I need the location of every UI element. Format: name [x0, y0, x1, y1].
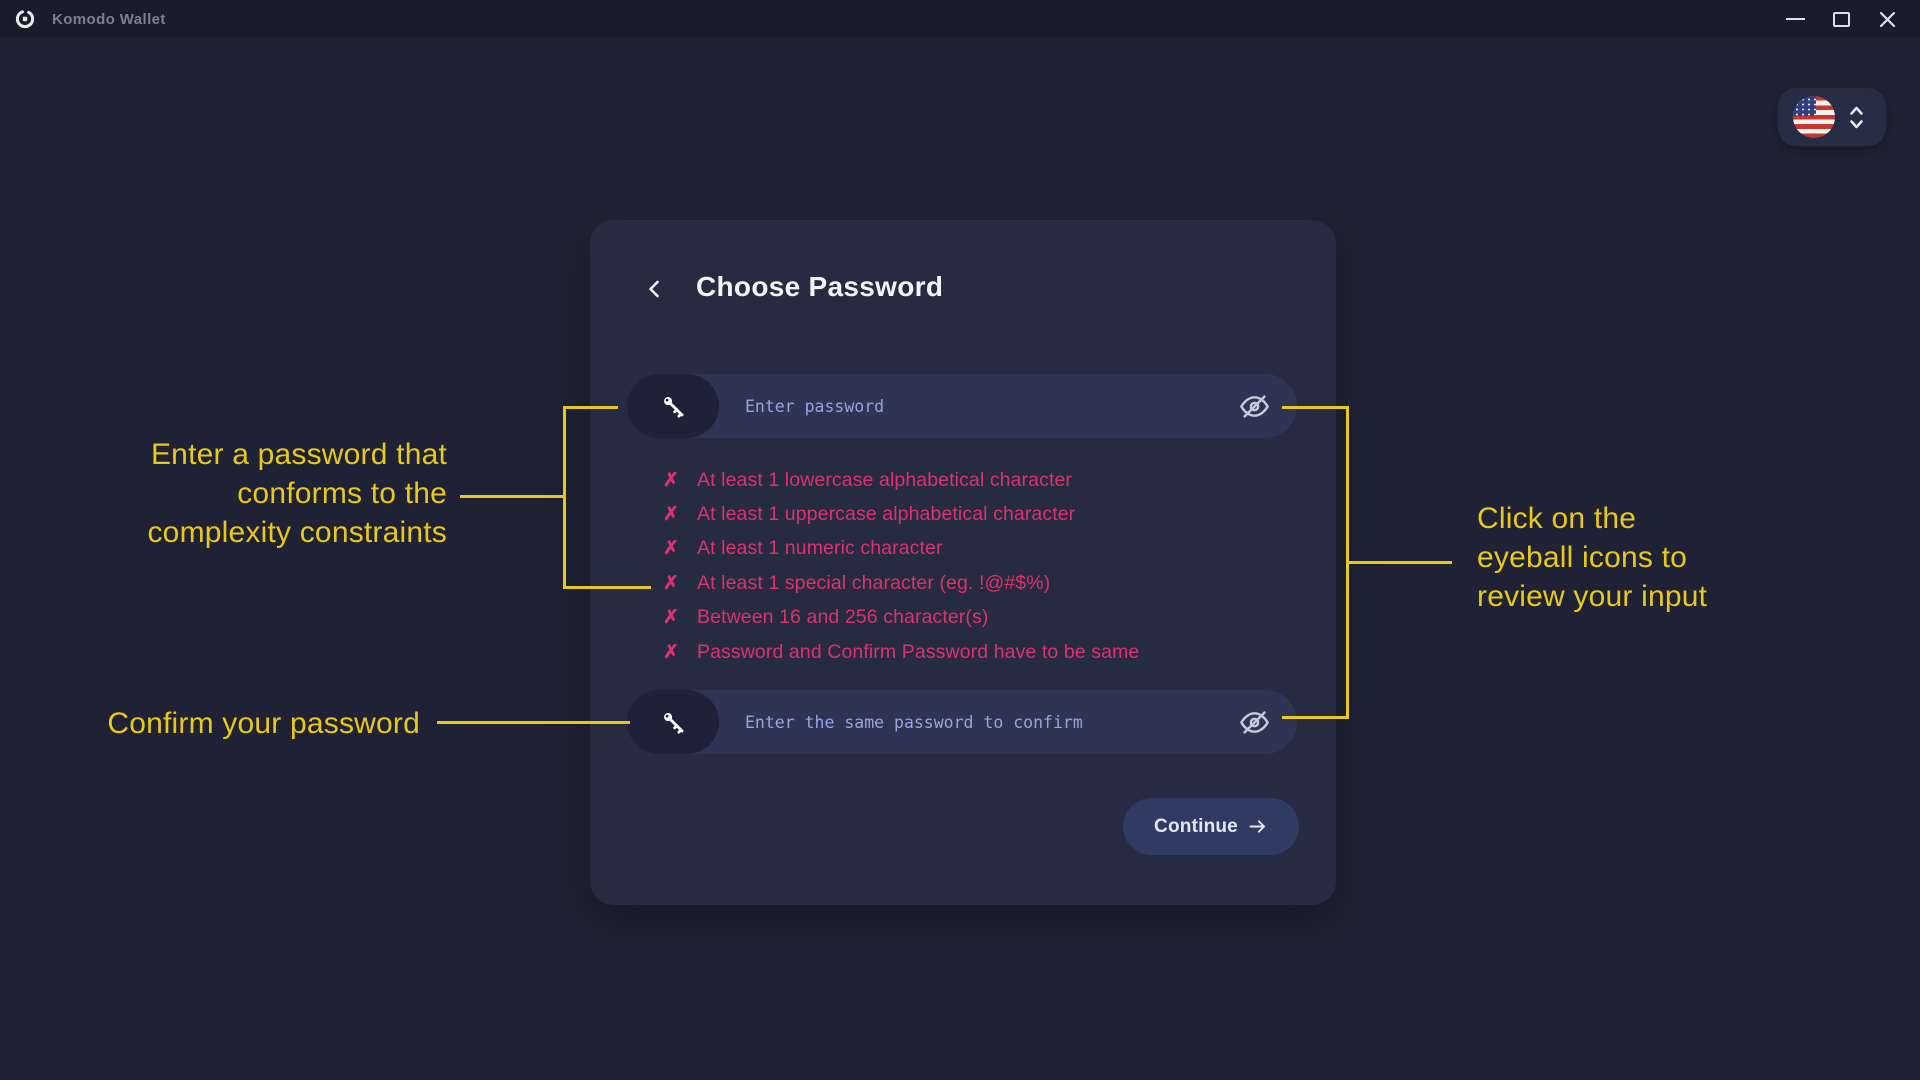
- annotation-password-hint: Enter a password that conforms to the comp…: [67, 436, 447, 552]
- validation-item: ✗ Between 16 and 256 character(s): [663, 601, 1283, 635]
- close-icon: [1879, 11, 1895, 27]
- validation-item: ✗ Password and Confirm Password have to …: [663, 635, 1283, 669]
- validation-item-text: At least 1 numeric character: [697, 537, 943, 560]
- continue-button[interactable]: Continue: [1123, 798, 1299, 855]
- arrow-right-icon: [1249, 820, 1265, 833]
- x-mark-icon: ✗: [663, 607, 679, 629]
- continue-button-label: Continue: [1154, 815, 1238, 837]
- password-field: [627, 374, 1297, 438]
- chevron-up-down-icon: [1848, 104, 1865, 131]
- password-visibility-toggle[interactable]: [1225, 374, 1283, 438]
- maximize-button[interactable]: [1818, 0, 1864, 38]
- window-controls: [1772, 0, 1920, 38]
- confirm-password-input[interactable]: [719, 690, 1225, 754]
- annotation-confirm-hint: Confirm your password: [47, 705, 420, 744]
- choose-password-card: Choose Password ✗ At lea: [590, 220, 1336, 905]
- validation-item: ✗ At least 1 lowercase alphabetical char…: [663, 463, 1283, 497]
- card-header: Choose Password: [590, 270, 1336, 310]
- page-title: Choose Password: [696, 271, 944, 302]
- annotation-line: complexity constraints: [147, 515, 447, 549]
- confirm-password-field: [627, 690, 1297, 754]
- us-flag-icon: [1793, 96, 1835, 138]
- maximize-icon: [1832, 11, 1850, 27]
- annotation-line: conforms to the: [237, 476, 447, 510]
- annotation-line: eyeball icons to: [1477, 540, 1687, 574]
- password-key-cap: [627, 374, 719, 438]
- connector-password-vertical-line: [563, 406, 566, 589]
- annotation-line: Confirm your password: [107, 707, 420, 740]
- annotation-eyeball-hint: Click on the eyeball icons to review your …: [1477, 500, 1817, 616]
- close-button[interactable]: [1864, 0, 1910, 38]
- password-validation-list: ✗ At least 1 lowercase alphabetical char…: [663, 463, 1283, 669]
- connector-eyeball-bottom-line: [1282, 716, 1349, 719]
- validation-item: ✗ At least 1 numeric character: [663, 532, 1283, 566]
- x-mark-icon: ✗: [663, 572, 679, 594]
- connector-eyeball-top-line: [1282, 406, 1349, 409]
- minimize-button[interactable]: [1772, 0, 1818, 38]
- validation-item: ✗ At least 1 uppercase alphabetical char…: [663, 497, 1283, 531]
- titlebar: Komodo Wallet: [0, 0, 1920, 38]
- annotation-line: Enter a password that: [150, 438, 447, 471]
- confirm-visibility-toggle[interactable]: [1225, 690, 1283, 754]
- annotation-line: Click on the: [1477, 502, 1637, 535]
- komodo-logo-icon: [14, 8, 36, 30]
- annotation-line: review your input: [1477, 579, 1708, 613]
- connector-confirm-line: [437, 721, 630, 724]
- connector-password-top-line: [563, 406, 618, 409]
- x-mark-icon: ✗: [663, 641, 679, 663]
- validation-item-text: Password and Confirm Password have to be…: [697, 640, 1140, 663]
- connector-eyeball-lead-line: [1346, 561, 1452, 564]
- app-title: Komodo Wallet: [52, 10, 166, 28]
- back-button[interactable]: [638, 272, 672, 306]
- connector-password-lead-line: [460, 495, 565, 498]
- confirm-key-cap: [627, 690, 719, 754]
- validation-item: ✗ At least 1 special character (eg. !@#$…: [663, 566, 1283, 600]
- x-mark-icon: ✗: [663, 504, 679, 526]
- validation-item-text: At least 1 special character (eg. !@#$%): [697, 571, 1051, 594]
- minimize-icon: [1785, 18, 1805, 20]
- eye-off-icon: [1239, 710, 1269, 734]
- eye-off-icon: [1239, 394, 1269, 418]
- validation-item-text: Between 16 and 256 character(s): [697, 606, 989, 629]
- x-mark-icon: ✗: [663, 469, 679, 491]
- validation-item-text: At least 1 uppercase alphabetical charac…: [697, 503, 1076, 526]
- language-selector[interactable]: [1778, 88, 1886, 146]
- key-icon: [663, 712, 683, 734]
- key-icon: [663, 396, 683, 418]
- password-input[interactable]: [719, 374, 1225, 438]
- chevron-left-icon: [649, 280, 659, 298]
- x-mark-icon: ✗: [663, 538, 679, 560]
- connector-password-bottom-line: [563, 586, 651, 589]
- validation-item-text: At least 1 lowercase alphabetical charac…: [697, 468, 1072, 491]
